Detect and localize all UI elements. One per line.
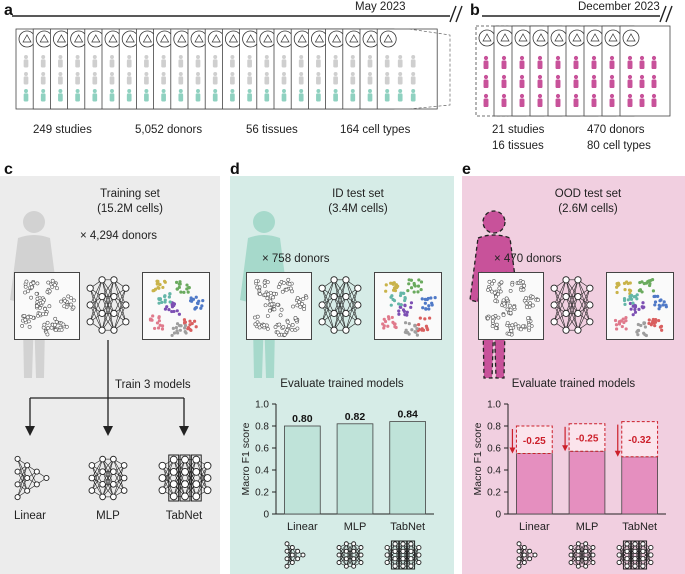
x-category-label: TabNet — [390, 521, 425, 533]
panel-c-title: Training set — [100, 188, 160, 200]
drop-arrowhead — [509, 447, 516, 454]
panel-c-tabnet-icon — [158, 454, 212, 502]
panel-d-donors: × 758 donors — [262, 253, 330, 265]
panel-c-network-icon — [86, 276, 130, 334]
panel-c-annotated-scatter — [142, 272, 210, 340]
x-category-label: MLP — [344, 521, 367, 533]
bar-mlp — [568, 450, 606, 515]
panel-e-eval-title: Evaluate trained models — [511, 378, 636, 390]
panel-c-train-label: Train 3 models — [115, 379, 191, 391]
panel-e-network-icon — [550, 276, 594, 334]
y-tick-label: 0.8 — [487, 422, 501, 433]
drop-box-mlp — [568, 423, 606, 452]
panel-c-train-arrows — [25, 340, 189, 436]
drop-value-label: -0.25 — [576, 434, 599, 445]
y-tick-label: 0.8 — [255, 422, 269, 433]
panel-a-stat-donors: 5,052 donors — [135, 124, 203, 136]
panel-b-study-stack — [475, 25, 671, 117]
y-tick-label: 0 — [263, 510, 269, 521]
panel-e-subtitle: (2.6M cells) — [558, 203, 618, 215]
drop-value-label: -0.32 — [628, 435, 651, 446]
panel-e-annotated-scatter — [606, 272, 674, 340]
panel-d-label: d — [230, 161, 240, 178]
x-category-label: Linear — [519, 521, 550, 533]
panel-b-stat-celltypes: 80 cell types — [587, 140, 651, 152]
y-tick-label: 0.6 — [255, 444, 269, 455]
panel-c-subtitle: (15.2M cells) — [97, 203, 163, 215]
drop-box-linear — [515, 425, 553, 454]
drop-value-label: -0.25 — [523, 436, 546, 447]
panel-d-eval-title: Evaluate trained models — [280, 378, 404, 390]
panel-a-timeline — [12, 5, 463, 23]
panel-d-title: ID test set — [332, 188, 384, 200]
panel-c-label: c — [4, 161, 13, 178]
panel-d-raw-scatter — [246, 272, 312, 340]
x-category-label: TabNet — [622, 521, 657, 533]
panel-c-donors: × 4,294 donors — [80, 230, 158, 242]
panel-a-stat-celltypes: 164 cell types — [340, 124, 411, 136]
panel-b-label: b — [470, 2, 480, 19]
panel-e-raw-scatter — [478, 272, 544, 340]
y-tick-label: 0.2 — [255, 488, 269, 499]
panel-c-mlp-icon — [88, 455, 128, 501]
panel-b-date: December 2023 — [578, 1, 660, 13]
panel-d-linear-icon — [284, 541, 306, 569]
y-tick-label: 0.4 — [255, 466, 269, 477]
drop-box-tabnet — [621, 421, 659, 458]
drop-arrowhead — [562, 445, 569, 452]
bar-value-label: 0.84 — [397, 409, 418, 421]
panel-a-stat-studies: 249 studies — [33, 124, 92, 136]
bar-mlp — [336, 423, 374, 515]
bar-linear — [516, 453, 553, 515]
panel-e-label: e — [462, 161, 471, 178]
y-tick-label: 0 — [495, 510, 501, 521]
y-tick-label: 0.2 — [487, 488, 501, 499]
panel-d-network-icon — [318, 276, 362, 334]
panel-c-raw-scatter — [14, 272, 80, 340]
y-tick-label: 0.4 — [487, 466, 501, 477]
x-category-label: MLP — [576, 521, 599, 533]
panel-e-linear-icon — [516, 541, 538, 569]
panel-a-study-stack — [15, 28, 451, 110]
bar-tabnet — [389, 421, 426, 515]
panel-d-annotated-scatter — [374, 272, 442, 340]
y-axis-label: Macro F1 score — [240, 422, 252, 495]
panel-b-stat-donors: 470 donors — [587, 124, 645, 136]
y-axis-label: Macro F1 score — [472, 422, 484, 495]
panel-a-date: May 2023 — [355, 1, 406, 13]
panel-a-label: a — [4, 2, 13, 19]
panel-c-linear-icon — [14, 455, 50, 501]
panel-e-donors: × 470 donors — [494, 253, 562, 265]
y-tick-label: 1.0 — [255, 400, 269, 411]
panel-b-timeline — [482, 5, 673, 23]
drop-arrowhead — [614, 450, 621, 457]
panel-e-tabnet-icon — [616, 540, 654, 570]
panel-d-mlp-icon — [336, 541, 364, 569]
panel-a-stat-tissues: 56 tissues — [246, 124, 298, 136]
panel-c-model-linear: Linear — [14, 510, 46, 522]
panel-d-tabnet-icon — [384, 540, 422, 570]
y-tick-label: 1.0 — [487, 400, 501, 411]
panel-e-title: OOD test set — [554, 188, 622, 200]
panel-b-stat-tissues: 16 tissues — [492, 140, 544, 152]
y-tick-label: 0.6 — [487, 444, 501, 455]
bar-tabnet — [621, 456, 658, 515]
bar-linear — [284, 425, 321, 515]
x-category-label: Linear — [287, 521, 318, 533]
bar-value-label: 0.82 — [345, 411, 366, 423]
bar-value-label: 0.80 — [292, 413, 313, 425]
panel-d-subtitle: (3.4M cells) — [328, 203, 388, 215]
panel-e-mlp-icon — [568, 541, 596, 569]
panel-c-model-mlp: MLP — [96, 510, 120, 522]
panel-b-stat-studies: 21 studies — [492, 124, 545, 136]
panel-c-model-tabnet: TabNet — [165, 510, 203, 522]
